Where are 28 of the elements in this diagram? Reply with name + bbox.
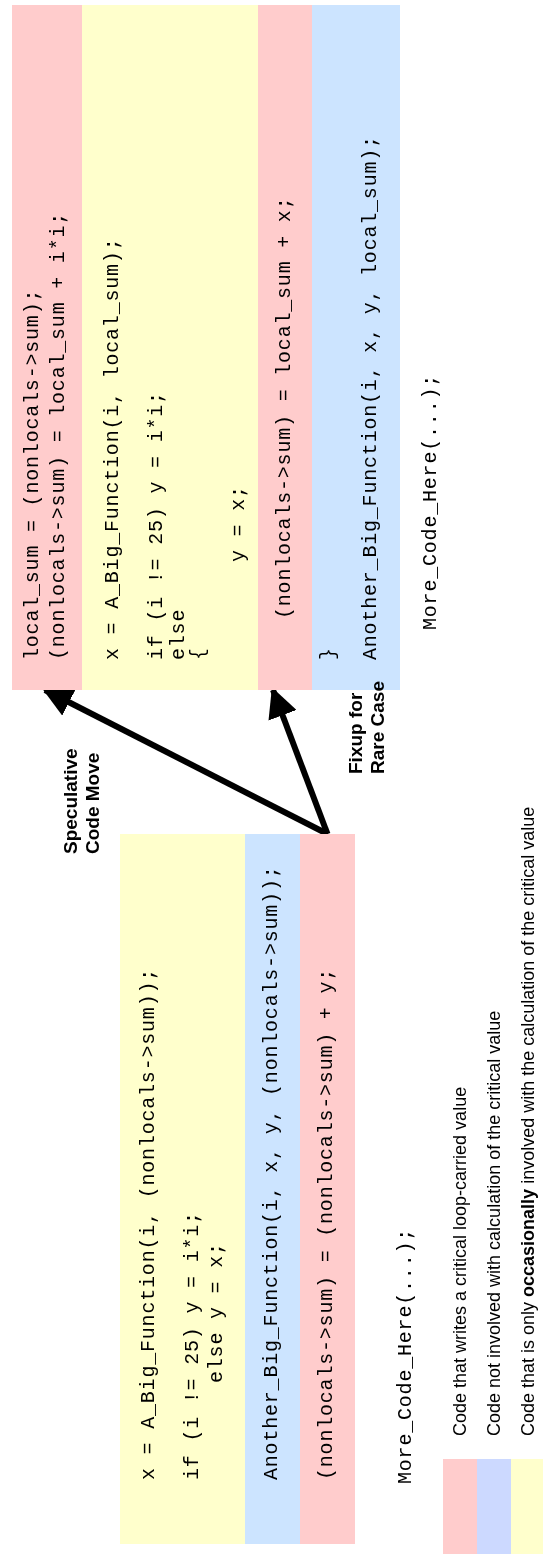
legend-text: Code that writes a critical loop-carried value <box>449 1086 471 1436</box>
code-band <box>300 834 355 1544</box>
code-band <box>258 5 312 690</box>
code-line: { <box>188 647 210 660</box>
code-band <box>120 834 245 1544</box>
code-band <box>12 5 82 690</box>
code-line: else <box>168 608 190 660</box>
code-line: if (i != 25) y = i*i; <box>182 1211 204 1480</box>
code-line: if (i != 25) y = i*i; <box>146 391 168 660</box>
code-line: More_Code_Here(...); <box>420 373 442 630</box>
code-band <box>245 834 300 1544</box>
code-line: local_sum = (nonlocals->sum); <box>22 288 44 660</box>
code-line: (nonlocals->sum) = local_sum + i*i; <box>48 211 70 660</box>
edge-label: Speculative Code Move <box>60 747 104 854</box>
code-line: Another_Big_Function(i, x, y, (nonlocals->sum)); <box>261 865 283 1480</box>
code-line: (nonlocals->sum) = local_sum + x; <box>274 196 296 619</box>
code-line: More_Code_Here(...); <box>395 1227 417 1484</box>
legend-text: Code not involved with calculation of the critical value <box>483 1010 505 1436</box>
code-band <box>82 5 258 690</box>
edge-label: Fixup for Rare Case <box>345 680 389 774</box>
code-line: (nonlocals->sum) = (nonlocals->sum) + y; <box>316 967 338 1480</box>
code-line: y = x; <box>228 485 250 562</box>
code-line: x = A_Big_Function(i, (nonlocals->sum)); <box>138 967 160 1480</box>
code-line: x = A_Big_Function(i, local_sum); <box>102 237 124 660</box>
code-line: else y = x; <box>206 1242 228 1383</box>
code-line: } <box>318 647 340 660</box>
legend-text: Code that is only occasionally involved with the calculation of the critical value <box>517 806 539 1436</box>
code-line: Another_Big_Function(i, x, y, local_sum); <box>360 135 382 660</box>
